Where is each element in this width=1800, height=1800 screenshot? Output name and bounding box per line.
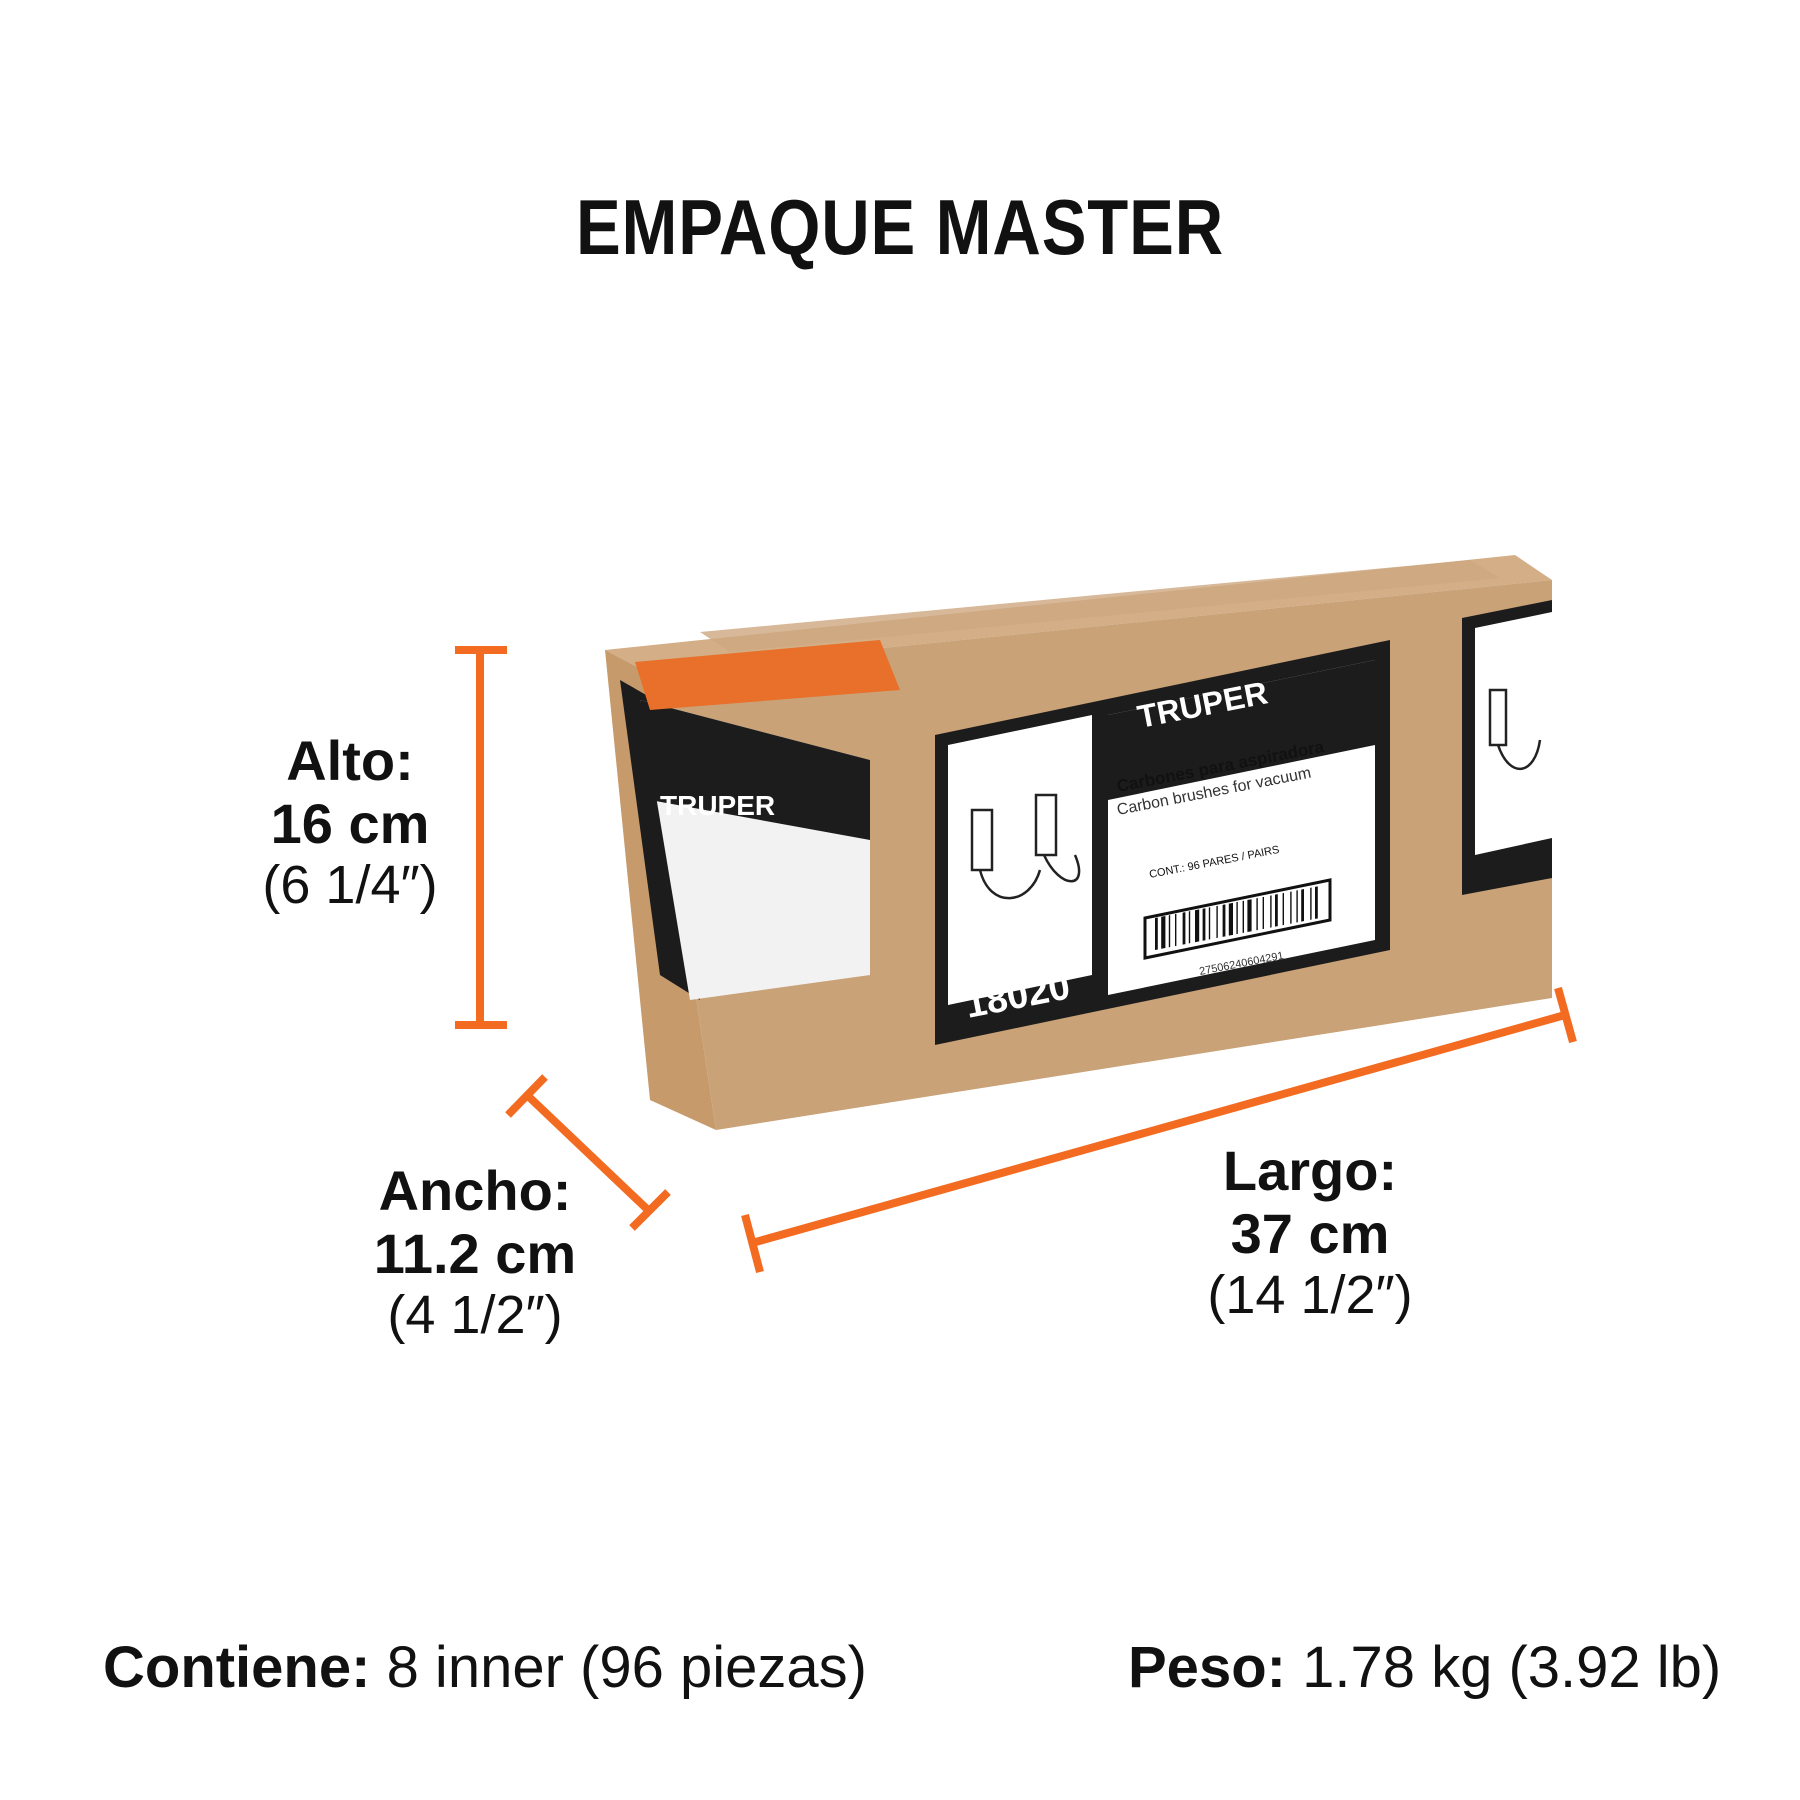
barcode-bar (1161, 915, 1166, 949)
barcode-bar (1301, 889, 1304, 922)
barcode-bar (1270, 895, 1272, 928)
right-partial-label (1462, 600, 1552, 895)
barcode-bar (1175, 913, 1177, 947)
barcode-bar (1310, 887, 1312, 920)
barcode-bar (1222, 904, 1226, 937)
contiene-value: 8 inner (96 piezas) (386, 1635, 867, 1700)
barcode-bar (1195, 909, 1200, 943)
dimension-lines (455, 646, 1577, 1274)
barcode-bar (1242, 900, 1244, 933)
alto-label: Alto: 16 cm (6 1/4″) (240, 729, 460, 916)
barcode-bar (1168, 915, 1171, 948)
orange-tape-label (635, 640, 900, 710)
box-tape (700, 560, 1500, 652)
barcode-bar (1182, 912, 1186, 945)
alto-heading: Alto: (286, 729, 414, 792)
ancho-heading: Ancho: (378, 1159, 572, 1222)
largo-label: Largo: 37 cm (14 1/2″) (1180, 1139, 1440, 1326)
end-brand: TRUPER (660, 790, 775, 821)
page-title: EMPAQUE MASTER (575, 183, 1225, 271)
barcode-bar (1262, 896, 1264, 930)
peso-label: Peso: (1128, 1635, 1286, 1700)
barcode (1155, 886, 1318, 950)
peso-value: 1.78 kg (3.92 lb) (1302, 1635, 1722, 1700)
largo-dimension-line (750, 1011, 1567, 1247)
largo-heading: Largo: (1222, 1139, 1398, 1202)
barcode-bar (1188, 911, 1191, 944)
barcode-bar (1275, 894, 1278, 927)
barcode-bar (1236, 901, 1238, 935)
ancho-dimension-line (524, 1092, 651, 1213)
contiene-line: Contiene: 8 inner (96 piezas) (103, 1634, 867, 1701)
largo-metric: 37 cm (1230, 1201, 1390, 1265)
barcode-bar (1247, 899, 1252, 933)
peso-line: Peso: 1.78 kg (3.92 lb) (1128, 1634, 1721, 1701)
end-face-label: TRUPER (620, 680, 870, 1000)
alto-metric: 16 cm (270, 791, 430, 855)
contiene-label: Contiene: (103, 1635, 371, 1700)
barcode-bar (1228, 902, 1234, 936)
barcode-bar (1208, 907, 1211, 940)
ancho-metric: 11.2 cm (373, 1221, 577, 1285)
barcode-bar (1315, 886, 1318, 919)
alto-imperial: (6 1/4″) (262, 855, 438, 916)
barcode-bar (1282, 892, 1284, 926)
barcode-bar (1296, 890, 1298, 923)
ancho-imperial: (4 1/2″) (387, 1285, 563, 1346)
carbon-brush-drawing (970, 793, 1081, 900)
largo-imperial: (14 1/2″) (1207, 1265, 1413, 1326)
front-label: TRUPER Carbones para aspiradora Carbon b… (935, 640, 1390, 1045)
barcode-bar (1290, 891, 1292, 924)
barcode-bar (1216, 905, 1218, 939)
barcode-bar (1256, 898, 1258, 931)
ancho-label: Ancho: 11.2 cm (4 1/2″) (350, 1159, 600, 1346)
barcode-bar (1202, 908, 1206, 941)
barcode-bar (1155, 917, 1158, 950)
